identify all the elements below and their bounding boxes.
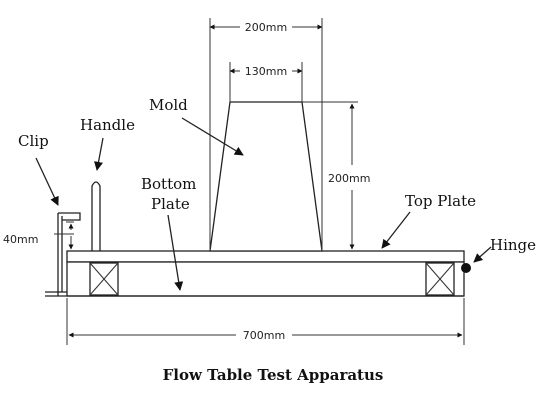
clip xyxy=(57,212,81,296)
top-plate xyxy=(66,250,465,263)
label-top-plate: Top Plate xyxy=(405,192,476,210)
arrow-clip xyxy=(35,157,59,206)
dim-mold-top-width-label: 130mm xyxy=(245,65,287,78)
left-support-box xyxy=(89,262,119,296)
mold xyxy=(209,101,323,252)
dim-plate-length-label: 700mm xyxy=(243,329,285,342)
arrow-hinge xyxy=(473,246,492,263)
label-handle: Handle xyxy=(80,116,135,134)
bottom-plate xyxy=(66,261,465,297)
dim-mold-bottom-width-label: 200mm xyxy=(245,21,287,34)
dim-clip-height xyxy=(54,221,74,250)
caption: Flow Table Test Apparatus xyxy=(163,366,384,384)
label-mold: Mold xyxy=(149,96,188,114)
label-hinge: Hinge xyxy=(490,236,536,254)
arrow-bottom-plate xyxy=(167,214,184,291)
dim-clip-height-label: 40mm xyxy=(3,233,38,246)
hinge-pin xyxy=(461,263,471,273)
label-bottom-plate-line2: Plate xyxy=(151,195,190,213)
dim-mold-height-label: 200mm xyxy=(328,172,370,185)
right-support-box xyxy=(425,262,455,296)
handle xyxy=(91,181,101,251)
arrow-mold xyxy=(181,117,244,156)
arrow-top-plate xyxy=(381,211,411,249)
label-clip: Clip xyxy=(18,132,49,150)
arrow-handle xyxy=(94,137,104,171)
label-bottom-plate-line1: Bottom xyxy=(141,175,196,193)
